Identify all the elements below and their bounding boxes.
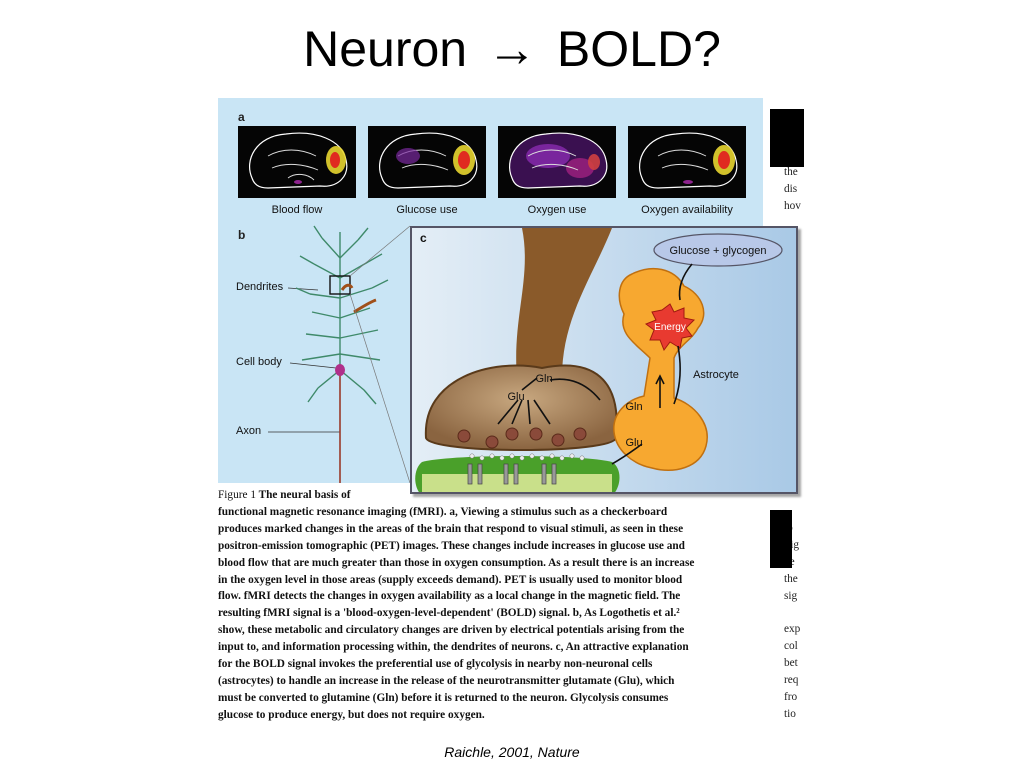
side-text-line: the [784, 572, 798, 585]
redaction-bar-top [770, 109, 804, 167]
glu-presynaptic-label: Glu [507, 391, 524, 403]
title-left: Neuron [303, 21, 468, 77]
brain-scan-glucose-use [368, 126, 486, 198]
caption-line: glucose to produce energy, but does not … [218, 708, 485, 721]
caption-line: produces marked changes in the areas of … [218, 522, 684, 535]
caption-line: in the oxygen level in those areas (supp… [218, 573, 683, 586]
brain-scan-image [249, 132, 348, 189]
brain-scan-image [509, 132, 608, 189]
redaction-bar-bottom [770, 510, 792, 568]
glucose-glycogen-label: Glucose + glycogen [670, 245, 767, 257]
axon-label: Axon [236, 425, 262, 437]
caption-line: must be converted to glutamine (Gln) bef… [218, 691, 669, 704]
side-text-line: hov [784, 199, 801, 212]
panel-c-letter: c [420, 231, 427, 245]
side-text-line: req [784, 674, 799, 687]
caption-line: input to, and information processing wit… [218, 641, 689, 654]
scan-label: Oxygen availability [641, 204, 733, 216]
gln-presynaptic-label: Gln [535, 373, 552, 385]
neuron-drawing [268, 225, 411, 483]
astrocyte-label: Astrocyte [693, 369, 739, 381]
scan-label: Blood flow [271, 204, 323, 216]
arrow-right-icon: → [487, 21, 538, 77]
side-text-line: sig [784, 589, 798, 602]
caption-line: show, these metabolic and circulatory ch… [218, 624, 685, 637]
caption-line: resulting fMRI signal is a 'blood-oxygen… [218, 607, 680, 620]
side-text-line: col [784, 640, 798, 653]
side-column-top: the dis hov [784, 164, 808, 215]
caption-line: blood flow that are much greater than th… [218, 556, 695, 569]
panel-a-letter: a [238, 110, 245, 124]
energy-label: Energy [654, 322, 686, 333]
title-right: BOLD? [556, 21, 721, 77]
caption-line: (astrocytes) to handle an increase in th… [218, 674, 675, 687]
side-text-line: tio [784, 707, 796, 720]
citation: Raichle, 2001, Nature [444, 744, 580, 760]
side-text-line: exp [784, 623, 801, 636]
brain-scan-oxygen-use [498, 126, 616, 198]
slide-title: Neuron → BOLD? [0, 22, 1024, 77]
side-text-line [784, 605, 808, 622]
caption-heading: The neural basis of [258, 489, 351, 501]
caption-line: functional magnetic resonance imaging (f… [218, 505, 668, 518]
side-text-line: the [784, 166, 798, 178]
side-text-line: bet [784, 657, 798, 670]
panel-c-synapse: c Glucose + glycogen Energy Astrocyte Gl… [410, 226, 798, 494]
side-text-line: fro [784, 691, 798, 704]
synapse-diagram: c Glucose + glycogen Energy Astrocyte Gl… [415, 228, 783, 492]
caption-line: positron-emission tomographic (PET) imag… [218, 539, 685, 552]
scan-label: Glucose use [396, 204, 458, 216]
figure-caption: Figure 1 The neural basis of functional … [218, 487, 763, 724]
brain-scan-oxygen-availability [628, 126, 746, 198]
panel-b-letter: b [238, 228, 246, 242]
caption-line: for the BOLD signal invokes the preferen… [218, 658, 653, 671]
scan-label: Oxygen use [527, 204, 587, 216]
side-text-line: dis [784, 182, 798, 195]
brain-scan-image [379, 132, 478, 189]
cell-body-label: Cell body [236, 356, 282, 368]
caption-label: Figure 1 [218, 489, 256, 501]
dendrites-label: Dendrites [236, 281, 284, 293]
gln-astrocyte-label: Gln [625, 401, 642, 413]
brain-scan-image [639, 132, 738, 189]
glu-astrocyte-label: Glu [625, 437, 642, 449]
brain-scan-blood-flow [238, 126, 356, 198]
caption-line: flow. fMRI detects the changes in oxygen… [218, 590, 681, 603]
caption-first-line: Figure 1 The neural basis of [218, 487, 763, 504]
